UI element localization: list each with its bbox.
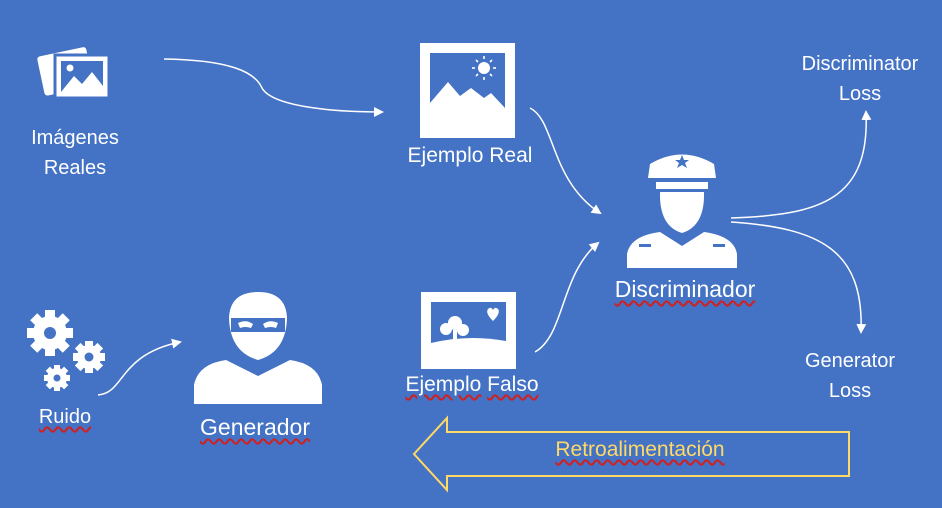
generator-loss-line2: Loss (828, 380, 872, 402)
discriminator-loss-label: Discriminator Loss (780, 49, 940, 109)
fake-example-word1: Ejemplo (405, 373, 482, 396)
discriminator-label-text: Discriminador (614, 276, 756, 302)
arrow-noise-to-generator (97, 338, 182, 396)
real-example-label: Ejemplo Real (407, 144, 533, 167)
real-images-label-line2: Reales (43, 157, 107, 179)
generator-label-text: Generador (200, 414, 310, 440)
feedback-arrow (412, 415, 850, 493)
gears-icon (27, 310, 105, 391)
arrow-discriminator-to-gen-loss (730, 221, 867, 334)
masked-thief-icon (194, 292, 322, 404)
arrow-real-example-to-discriminator (529, 107, 602, 215)
police-officer-icon (627, 154, 737, 268)
feedback-label: Retroalimentación (520, 435, 760, 465)
real-images-label-line1: Imágenes (31, 127, 119, 149)
arrow-fake-example-to-discriminator (534, 241, 600, 353)
noise-label: Ruido (20, 402, 110, 432)
discriminator-label: Discriminador (590, 274, 780, 304)
generator-label: Generador (180, 412, 330, 442)
discriminator-loss-line1: Discriminator (801, 53, 919, 75)
feedback-label-text: Retroalimentación (555, 438, 725, 461)
arrow-images-to-real-example (163, 58, 384, 117)
fake-example-label: Ejemplo Falso (382, 370, 562, 400)
noise-label-text: Ruido (38, 406, 92, 428)
images-icon (37, 47, 111, 100)
landscape-photo-icon (420, 43, 515, 138)
generator-loss-label: Generator Loss (790, 346, 910, 406)
generator-loss-line1: Generator (804, 350, 896, 372)
tree-photo-icon (421, 292, 516, 369)
fake-example-word2: Falso (487, 373, 539, 396)
discriminator-loss-line2: Loss (838, 83, 882, 105)
arrow-discriminator-to-disc-loss (730, 110, 872, 219)
real-images-label: Imágenes Reales (20, 123, 130, 183)
